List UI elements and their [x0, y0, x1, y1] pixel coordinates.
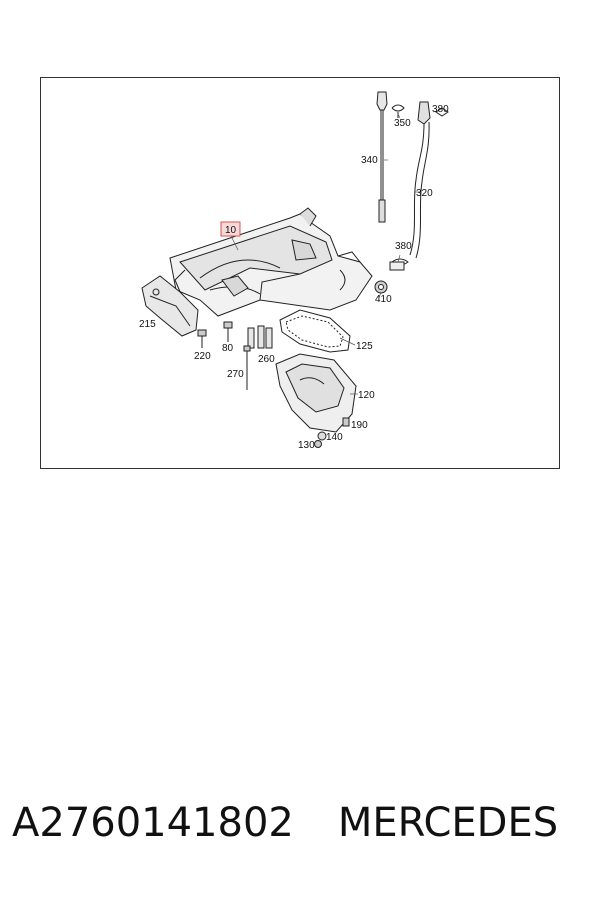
callout-120: 120: [358, 390, 375, 401]
highlight-box: [220, 221, 241, 237]
bolt-270: [243, 345, 251, 390]
callout-380-lower: 380: [395, 241, 412, 252]
clip-part: [391, 104, 405, 118]
lower-oil-pan: [275, 353, 357, 433]
callout-130: 130: [298, 440, 315, 451]
upper-oil-pan: [169, 207, 373, 317]
caption: A2760141802 MERCEDES: [12, 800, 592, 846]
callout-80: 80: [222, 343, 234, 354]
callout-190: 190: [351, 420, 368, 431]
part-number: A2760141802: [12, 800, 294, 846]
callout-410: 410: [375, 294, 392, 305]
callout-340: 340: [361, 155, 378, 166]
callout-125: 125: [356, 341, 373, 352]
callout-10: 10: [225, 225, 237, 236]
callout-220: 220: [194, 351, 211, 362]
callout-270: 270: [227, 369, 244, 380]
seal-part: [374, 258, 409, 294]
dipstick: [376, 91, 388, 223]
bracket-part: [141, 275, 199, 337]
leader-lines: [230, 113, 420, 395]
bolt-220: [197, 329, 207, 348]
drain-plug: [314, 417, 350, 448]
callout-140: 140: [326, 432, 343, 443]
callout-380-top: 380: [432, 104, 449, 115]
guide-tube: [409, 101, 449, 259]
callout-320: 320: [416, 188, 433, 199]
callout-labels: 10 340 350 380 320 380 410 215 220 80 26…: [139, 104, 449, 451]
callout-215: 215: [139, 319, 156, 330]
bolt-80: [223, 321, 233, 342]
sleeves-260: [247, 325, 273, 349]
callout-350: 350: [394, 118, 411, 129]
gasket: [279, 309, 351, 353]
callout-260: 260: [258, 354, 275, 365]
brand-name: MERCEDES: [337, 800, 559, 846]
